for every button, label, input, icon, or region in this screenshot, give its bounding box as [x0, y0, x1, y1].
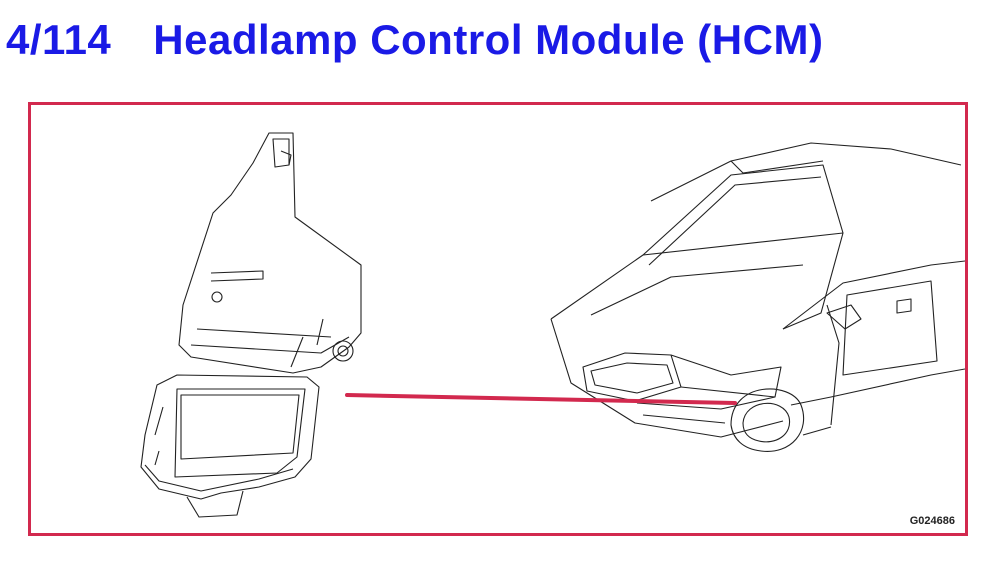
hcm-module-drawing	[140, 132, 362, 518]
section-title: Headlamp Control Module (HCM)	[153, 16, 824, 63]
page-title: 4/114 Headlamp Control Module (HCM)	[6, 10, 823, 70]
car-drawing	[550, 142, 965, 452]
section-code: 4/114	[6, 16, 112, 63]
diagram-frame: G024686	[28, 102, 968, 536]
connector-line	[345, 393, 737, 405]
diagram-illustration	[140, 132, 965, 518]
figure-reference: G024686	[909, 515, 955, 527]
